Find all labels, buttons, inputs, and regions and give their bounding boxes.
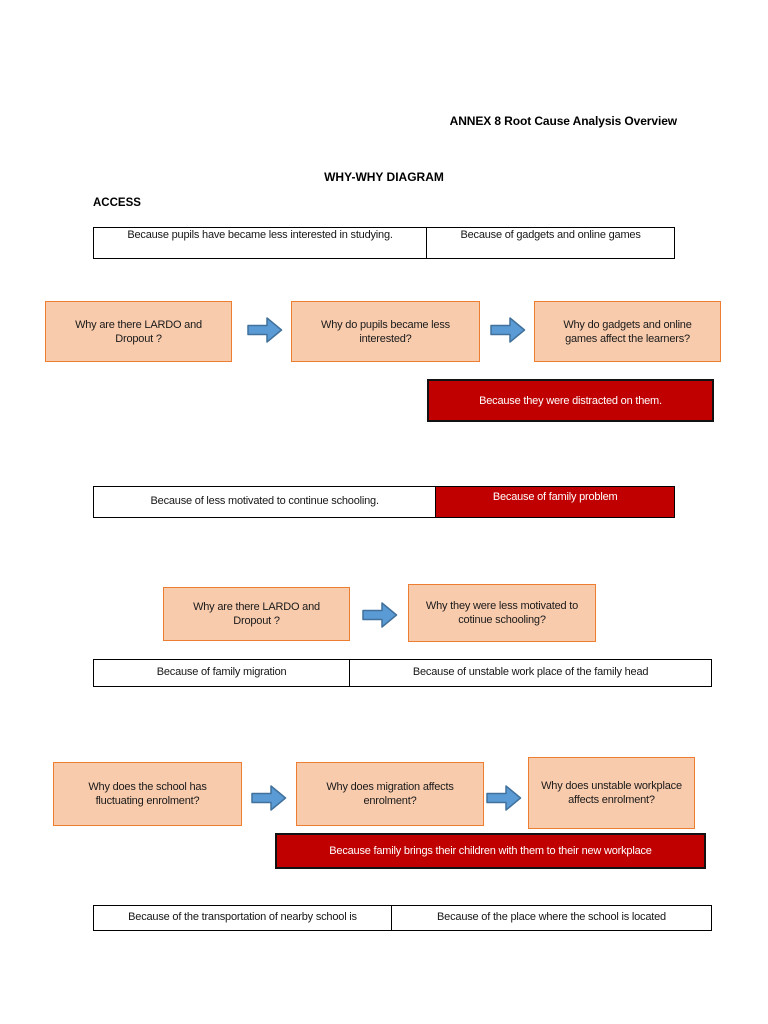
arrow-right-icon [251,785,287,811]
answer-table-3: Because of family migration Because of u… [93,659,712,687]
cause-box: Because they were distracted on them. [427,379,714,422]
annex-heading: ANNEX 8 Root Cause Analysis Overview [449,114,677,128]
why-box: Why does migration affects enrolment? [296,762,484,826]
why-box: Why does unstable workplace affects enro… [528,757,695,829]
arrow-right-icon [490,317,526,343]
why-box: Why are there LARDO and Dropout ? [45,301,232,362]
table-cell: Because pupils have became less interest… [94,228,428,258]
why-box: Why does the school has fluctuating enro… [53,762,242,826]
answer-table-4: Because of the transportation of nearby … [93,905,712,931]
arrow-right-icon [362,602,398,628]
arrow-right-icon [247,317,283,343]
cause-box: Because family brings their children wit… [275,833,706,869]
why-box: Why do pupils became less interested? [291,301,480,362]
table-cell: Because of family migration [94,660,351,686]
answer-table-1: Because pupils have became less interest… [93,227,675,259]
table-cell: Because of the transportation of nearby … [94,906,392,930]
why-box: Why are there LARDO and Dropout ? [163,587,350,641]
diagram-heading: WHY-WHY DIAGRAM [324,170,444,184]
table-cell: Because of the place where the school is… [437,911,666,924]
answer-table-2: Because of less motivated to continue sc… [93,486,675,518]
table-cell: Because of unstable work place of the fa… [412,666,649,679]
why-box: Why do gadgets and online games affect t… [534,301,721,362]
table-cell-cause: Because of family problem [436,487,675,517]
section-heading-access: ACCESS [93,197,141,209]
table-cell: Because of gadgets and online games [460,229,641,241]
why-box: Why they were less motivated to cotinue … [408,584,596,642]
arrow-right-icon [486,785,522,811]
table-cell: Because of less motivated to continue sc… [94,487,437,517]
